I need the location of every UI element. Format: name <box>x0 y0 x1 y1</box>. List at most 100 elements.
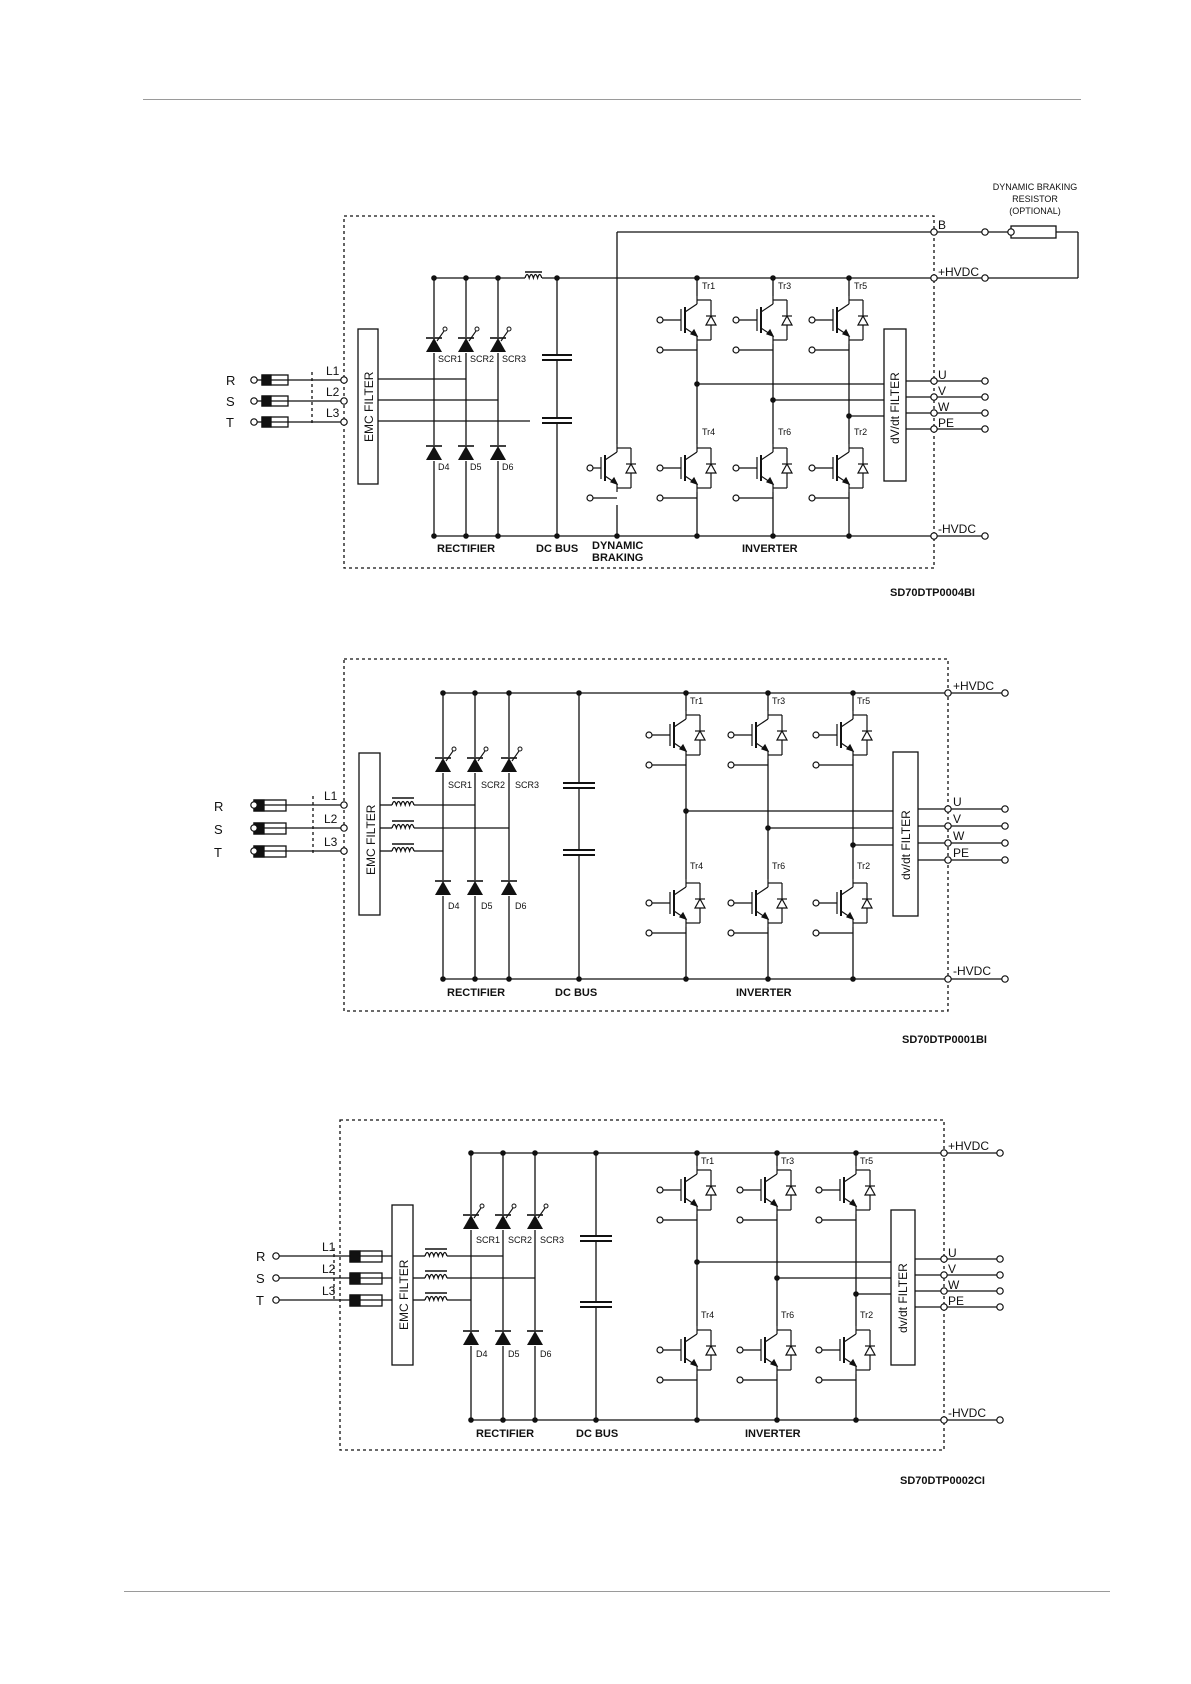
gate-terminal[interactable] <box>808 464 816 472</box>
emitter-terminal[interactable] <box>736 1376 744 1384</box>
gate-terminal[interactable] <box>727 899 735 907</box>
terminal-circle[interactable] <box>340 376 348 384</box>
emitter-terminal[interactable] <box>812 761 820 769</box>
emitter-terminal[interactable] <box>645 761 653 769</box>
scr-2 <box>494 1203 517 1230</box>
terminal-circle[interactable] <box>340 847 348 855</box>
terminal-circle[interactable] <box>930 425 938 433</box>
terminal-circle[interactable] <box>930 377 938 385</box>
gate-terminal[interactable] <box>815 1186 823 1194</box>
diode-d5 <box>494 1330 512 1346</box>
terminal-circle[interactable] <box>940 1416 948 1424</box>
terminal-circle[interactable] <box>930 228 938 236</box>
terminal-circle[interactable] <box>1001 689 1009 697</box>
terminal-circle[interactable] <box>940 1303 948 1311</box>
terminal-circle[interactable] <box>340 418 348 426</box>
emitter-terminal[interactable] <box>645 929 653 937</box>
terminal-circle[interactable] <box>981 274 989 282</box>
terminal-circle[interactable] <box>930 393 938 401</box>
terminal-circle[interactable] <box>1001 856 1009 864</box>
terminal-circle[interactable] <box>1001 822 1009 830</box>
gate-terminal[interactable] <box>656 464 664 472</box>
terminal-circle[interactable] <box>944 856 952 864</box>
emitter-terminal[interactable] <box>732 494 740 502</box>
terminal-circle[interactable] <box>250 801 258 809</box>
terminal-circle[interactable] <box>996 1149 1004 1157</box>
gate-terminal[interactable] <box>736 1346 744 1354</box>
terminal-circle[interactable] <box>250 847 258 855</box>
terminal-circle[interactable] <box>944 805 952 813</box>
terminal-circle[interactable] <box>996 1287 1004 1295</box>
emitter-terminal[interactable] <box>586 494 594 502</box>
gate-terminal[interactable] <box>736 1186 744 1194</box>
gate-terminal[interactable] <box>645 899 653 907</box>
terminal-circle[interactable] <box>996 1303 1004 1311</box>
terminal-circle[interactable] <box>930 532 938 540</box>
gate-terminal[interactable] <box>656 1346 664 1354</box>
terminal-circle[interactable] <box>250 397 258 405</box>
emitter-terminal[interactable] <box>656 346 664 354</box>
out-w: W <box>938 400 950 414</box>
emitter-terminal[interactable] <box>812 929 820 937</box>
gate-terminal[interactable] <box>812 899 820 907</box>
terminal-circle[interactable] <box>996 1271 1004 1279</box>
emitter-terminal[interactable] <box>656 1376 664 1384</box>
gate-terminal[interactable] <box>732 464 740 472</box>
emitter-terminal[interactable] <box>736 1216 744 1224</box>
terminal-circle[interactable] <box>981 393 989 401</box>
terminal-circle[interactable] <box>981 409 989 417</box>
terminal-circle[interactable] <box>930 274 938 282</box>
emitter-terminal[interactable] <box>656 494 664 502</box>
terminal-circle[interactable] <box>1001 975 1009 983</box>
terminal-circle[interactable] <box>944 975 952 983</box>
terminal-circle[interactable] <box>944 839 952 847</box>
emitter-terminal[interactable] <box>727 761 735 769</box>
gate-terminal[interactable] <box>812 731 820 739</box>
terminal-circle[interactable] <box>272 1252 280 1260</box>
terminal-circle[interactable] <box>1001 805 1009 813</box>
tr3-label: Tr3 <box>778 281 791 291</box>
terminal-circle[interactable] <box>272 1296 280 1304</box>
terminal-circle[interactable] <box>930 409 938 417</box>
terminal-circle[interactable] <box>944 689 952 697</box>
out-v: V <box>938 384 946 398</box>
gate-terminal[interactable] <box>656 316 664 324</box>
gate-terminal[interactable] <box>645 731 653 739</box>
terminal-circle[interactable] <box>940 1287 948 1295</box>
terminal-circle[interactable] <box>340 801 348 809</box>
gate-terminal[interactable] <box>727 731 735 739</box>
terminal-circle[interactable] <box>940 1255 948 1263</box>
terminal-circle[interactable] <box>981 532 989 540</box>
terminal-circle[interactable] <box>1001 839 1009 847</box>
terminal-circle[interactable] <box>272 1274 280 1282</box>
terminal-circle[interactable] <box>250 376 258 384</box>
emitter-terminal[interactable] <box>727 929 735 937</box>
terminal-circle[interactable] <box>981 425 989 433</box>
terminal-circle[interactable] <box>1007 228 1015 236</box>
terminal-circle[interactable] <box>250 418 258 426</box>
emitter-terminal[interactable] <box>815 1216 823 1224</box>
terminal-circle[interactable] <box>996 1255 1004 1263</box>
emitter-terminal[interactable] <box>656 1216 664 1224</box>
diode-d5 <box>457 445 475 461</box>
gate-terminal[interactable] <box>656 1186 664 1194</box>
terminal-circle[interactable] <box>981 228 989 236</box>
diode-d4 <box>425 445 443 461</box>
terminal-circle[interactable] <box>940 1149 948 1157</box>
terminal-circle[interactable] <box>996 1416 1004 1424</box>
gate-terminal[interactable] <box>815 1346 823 1354</box>
gate-terminal[interactable] <box>732 316 740 324</box>
emitter-terminal[interactable] <box>808 494 816 502</box>
terminal-circle[interactable] <box>940 1271 948 1279</box>
terminal-circle[interactable] <box>340 397 348 405</box>
gate-terminal[interactable] <box>586 464 594 472</box>
gate-terminal[interactable] <box>808 316 816 324</box>
terminal-circle[interactable] <box>340 824 348 832</box>
junction-dot <box>694 1259 700 1265</box>
emitter-terminal[interactable] <box>732 346 740 354</box>
terminal-circle[interactable] <box>944 822 952 830</box>
terminal-circle[interactable] <box>250 824 258 832</box>
emitter-terminal[interactable] <box>808 346 816 354</box>
emitter-terminal[interactable] <box>815 1376 823 1384</box>
terminal-circle[interactable] <box>981 377 989 385</box>
